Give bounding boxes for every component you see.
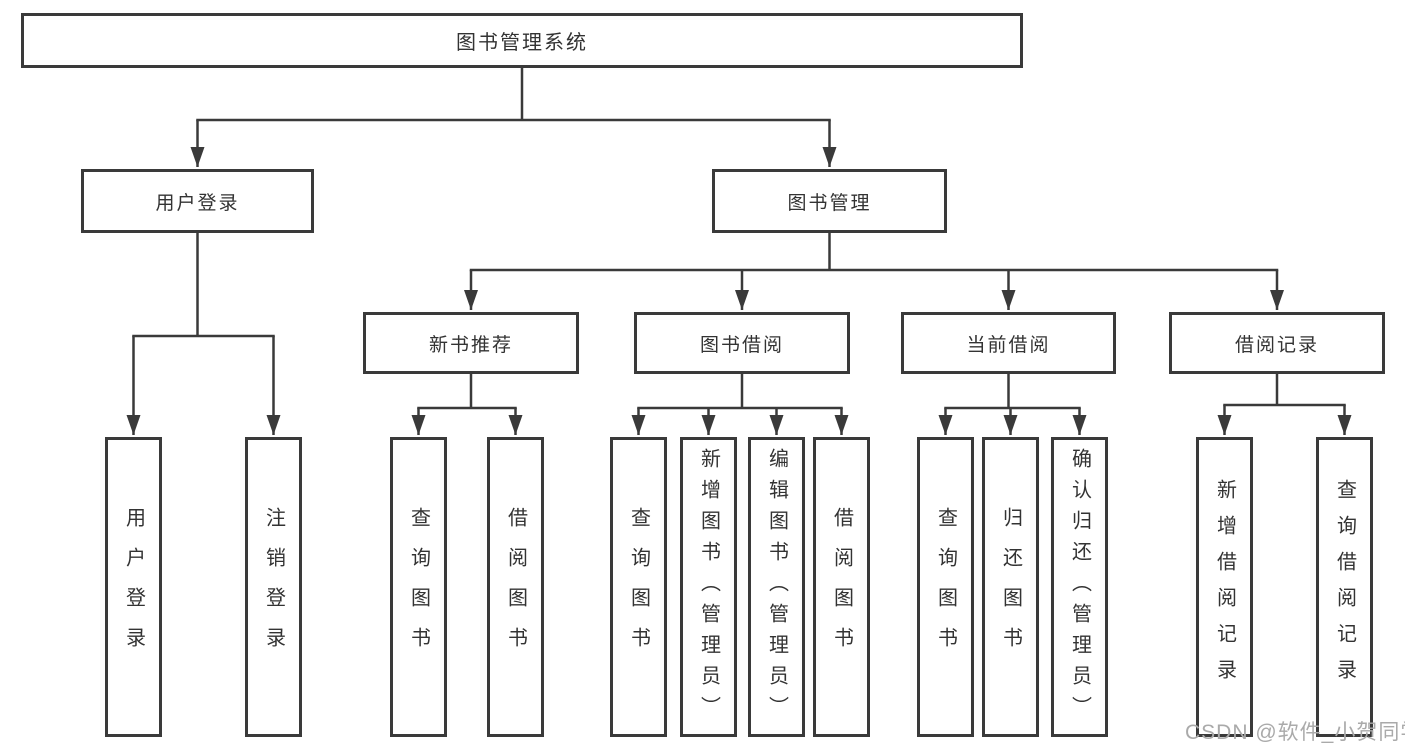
- node-library-management-system: 图书管理系统: [21, 13, 1023, 68]
- node-book-management-branch: 图书管理: [712, 169, 947, 233]
- leaf-query-books-current: 查询图书: [917, 437, 974, 737]
- node-user-login-branch: 用户登录: [81, 169, 314, 233]
- leaf-user-login: 用户登录: [105, 437, 162, 737]
- node-book-borrowing: 图书借阅: [634, 312, 850, 374]
- leaf-borrow-books-borrowing: 借阅图书: [813, 437, 870, 737]
- leaf-return-books: 归还图书: [982, 437, 1039, 737]
- leaf-query-borrow-record: 查询借阅记录: [1316, 437, 1373, 737]
- leaf-confirm-return-admin: 确认归还（管理员）: [1051, 437, 1108, 737]
- node-borrowing-records: 借阅记录: [1169, 312, 1385, 374]
- leaf-query-books-borrowing: 查询图书: [610, 437, 667, 737]
- leaf-add-books-admin: 新增图书（管理员）: [680, 437, 737, 737]
- node-new-book-recommendation: 新书推荐: [363, 312, 579, 374]
- leaf-edit-books-admin: 编辑图书（管理员）: [748, 437, 805, 737]
- node-current-borrowing: 当前借阅: [901, 312, 1116, 374]
- leaf-query-books-recommend: 查询图书: [390, 437, 447, 737]
- leaf-borrow-books-recommend: 借阅图书: [487, 437, 544, 737]
- leaf-add-borrow-record: 新增借阅记录: [1196, 437, 1253, 737]
- leaf-logout: 注销登录: [245, 437, 302, 737]
- csdn-watermark: CSDN @软件_小贺同学: [1185, 721, 1405, 744]
